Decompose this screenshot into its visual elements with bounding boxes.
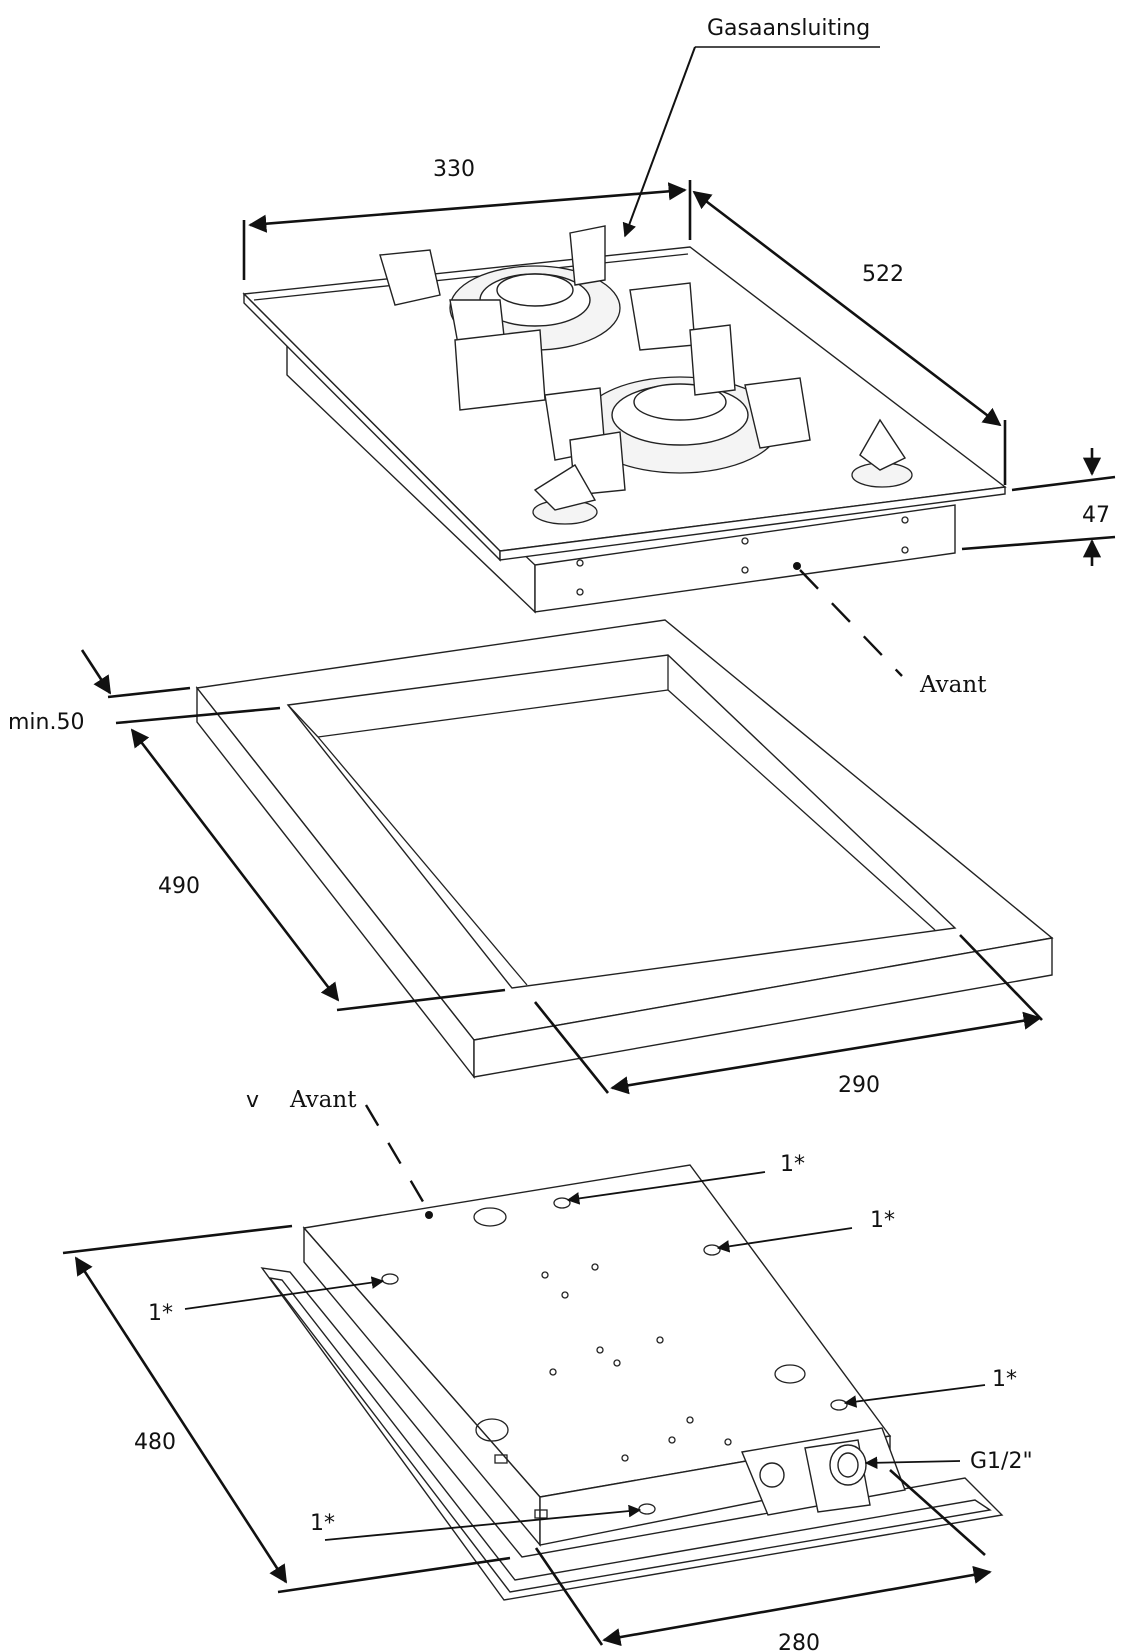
front-indicator-bottom: v Avant [246, 1087, 427, 1206]
dimension-min-edge: min.50 [8, 649, 281, 735]
front-label-top: Avant [919, 672, 987, 698]
rear-burner [379, 225, 696, 411]
control-knob-right [851, 418, 913, 488]
front-label-bottom: Avant [289, 1087, 357, 1113]
underside-depth-label: 480 [134, 1430, 176, 1455]
cutout-depth-label: 490 [158, 874, 200, 899]
gas-connection-label: Gasaansluiting [707, 16, 870, 41]
dimension-underside-depth: 480 [62, 1224, 511, 1594]
fixing-point-label-5: 1* [310, 1511, 335, 1536]
underside-width-label: 280 [778, 1631, 820, 1651]
front-indicator-top: Avant [799, 569, 987, 698]
fixing-point-label-4: 1* [992, 1367, 1017, 1392]
min-edge-label: min.50 [8, 710, 84, 735]
control-knob-left [532, 464, 598, 525]
dimension-cutout-width: 290 [533, 934, 1043, 1098]
gas-thread-callout: G1/2" [864, 1449, 1033, 1474]
front-burner [544, 324, 811, 496]
dimension-cutout-depth: 490 [130, 728, 506, 1012]
fixing-point-label-3: 1* [148, 1301, 173, 1326]
cutout-width-label: 290 [838, 1073, 880, 1098]
hob-depth-label: 522 [862, 262, 904, 287]
hob-height-label: 47 [1082, 503, 1110, 528]
fixing-point-label-1: 1* [780, 1152, 805, 1177]
gas-thread-label: G1/2" [970, 1449, 1033, 1474]
front-marker: v [246, 1088, 259, 1113]
dimension-hob-depth: 522 [692, 190, 1007, 485]
fixing-point-label-2: 1* [870, 1208, 895, 1233]
dimension-underside-width: 280 [534, 1469, 992, 1651]
gas-connection-callout: Gasaansluiting [622, 16, 880, 238]
dimension-hob-width: 330 [242, 157, 692, 280]
hob-width-label: 330 [433, 157, 475, 182]
dimension-hob-height: 47 [961, 448, 1116, 566]
